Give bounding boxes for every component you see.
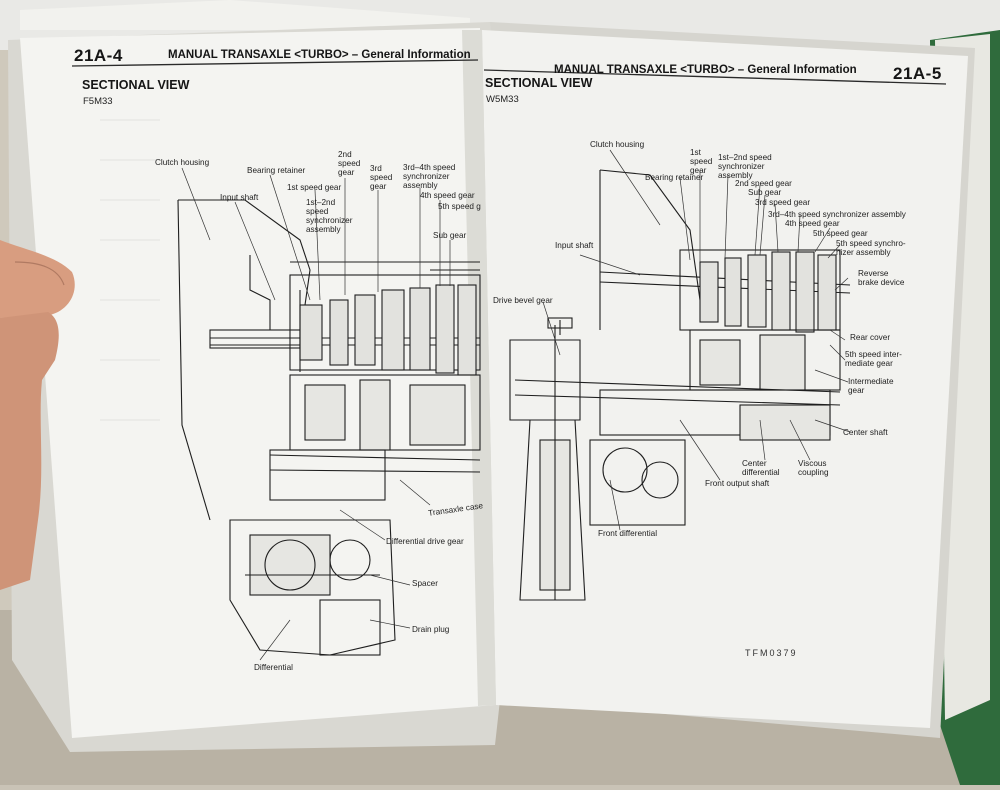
- left-label-fifth-speed-gear: 5th speed g: [438, 202, 481, 211]
- right-label-front-differential: Front differential: [598, 529, 658, 538]
- right-label-drive-bevel-gear: Drive bevel gear: [493, 296, 553, 305]
- left-page-header: MANUAL TRANSAXLE <TURBO> – General Infor…: [168, 49, 471, 61]
- right-label-sync-12: 1st–2nd speed synchronizer assembly: [718, 153, 772, 180]
- thumb: [0, 240, 75, 318]
- right-label-input-shaft: Input shaft: [555, 241, 594, 250]
- right-label-center-differential: Center differential: [742, 459, 780, 477]
- left-header-rule: [71, 59, 479, 67]
- left-leader-lines: [181, 167, 451, 661]
- left-label-drain-plug: Drain plug: [412, 625, 450, 634]
- right-label-viscous-coupling: Viscous coupling: [798, 459, 829, 477]
- right-label-clutch-housing: Clutch housing: [590, 140, 645, 149]
- right-label-intermediate-gear: Intermediate gear: [848, 377, 894, 395]
- right-label-rear-cover: Rear cover: [850, 333, 891, 342]
- left-transaxle-diagram: [177, 199, 481, 656]
- right-header-rule: [483, 69, 947, 85]
- left-page-number: 21A-4: [74, 46, 123, 65]
- right-label-sync-5: 5th speed synchro- nizer assembly: [836, 239, 906, 257]
- left-model-code: F5M33: [83, 96, 113, 107]
- right-label-third-speed-gear: 3rd speed gear: [755, 198, 811, 207]
- bleed-through-table: [100, 119, 160, 421]
- left-label-sync-34: 3rd–4th speed synchronizer assembly: [403, 163, 456, 190]
- right-label-front-output-shaft: Front output shaft: [705, 479, 770, 488]
- left-label-bearing-retainer: Bearing retainer: [247, 166, 306, 175]
- right-page-header: MANUAL TRANSAXLE <TURBO> – General Infor…: [554, 64, 857, 76]
- left-label-first-speed-gear: 1st speed gear: [287, 183, 342, 192]
- right-label-fifth-intermediate: 5th speed inter- mediate gear: [845, 350, 902, 368]
- right-model-code: W5M33: [486, 94, 519, 105]
- right-label-sync-34: 3rd–4th speed synchronizer assembly: [768, 210, 906, 219]
- right-transaxle-diagram: [509, 169, 851, 601]
- left-label-fourth-speed-gear: 4th speed gear: [420, 191, 475, 200]
- right-label-sub-gear: Sub gear: [748, 188, 782, 197]
- left-label-differential-drive-gear: Differential drive gear: [386, 537, 464, 546]
- left-label-spacer: Spacer: [412, 579, 438, 588]
- right-label-reverse-brake: Reverse brake device: [858, 269, 905, 287]
- right-label-fourth-speed-gear: 4th speed gear: [785, 219, 840, 228]
- book-gutter: [462, 30, 496, 706]
- left-label-second-speed-gear: 2nd speed gear: [338, 150, 361, 177]
- left-label-sync-12: 1st–2nd speed synchronizer assembly: [306, 198, 353, 234]
- right-label-fifth-speed-gear: 5th speed gear: [813, 229, 868, 238]
- left-section-title: SECTIONAL VIEW: [82, 78, 190, 92]
- right-label-bearing-retainer: Bearing retainer: [645, 173, 704, 182]
- right-page-number: 21A-5: [893, 64, 942, 83]
- left-label-clutch-housing: Clutch housing: [155, 158, 210, 167]
- left-label-third-speed-gear: 3rd speed gear: [370, 164, 393, 191]
- hand: [0, 312, 59, 590]
- left-page: [20, 28, 495, 738]
- thumbnail-edge: [14, 261, 65, 286]
- right-section-title: SECTIONAL VIEW: [485, 76, 593, 90]
- right-figure-code: TFM0379: [745, 648, 798, 658]
- right-label-center-shaft: Center shaft: [843, 428, 888, 437]
- paper-behind: [20, 0, 470, 30]
- right-label-first-speed-gear: 1st speed gear: [690, 148, 713, 175]
- right-label-second-speed-gear: 2nd speed gear: [735, 179, 792, 188]
- left-label-sub-gear: Sub gear: [433, 231, 467, 240]
- left-label-input-shaft: Input shaft: [220, 193, 259, 202]
- right-leader-lines: [542, 149, 851, 531]
- left-label-differential: Differential: [254, 663, 293, 672]
